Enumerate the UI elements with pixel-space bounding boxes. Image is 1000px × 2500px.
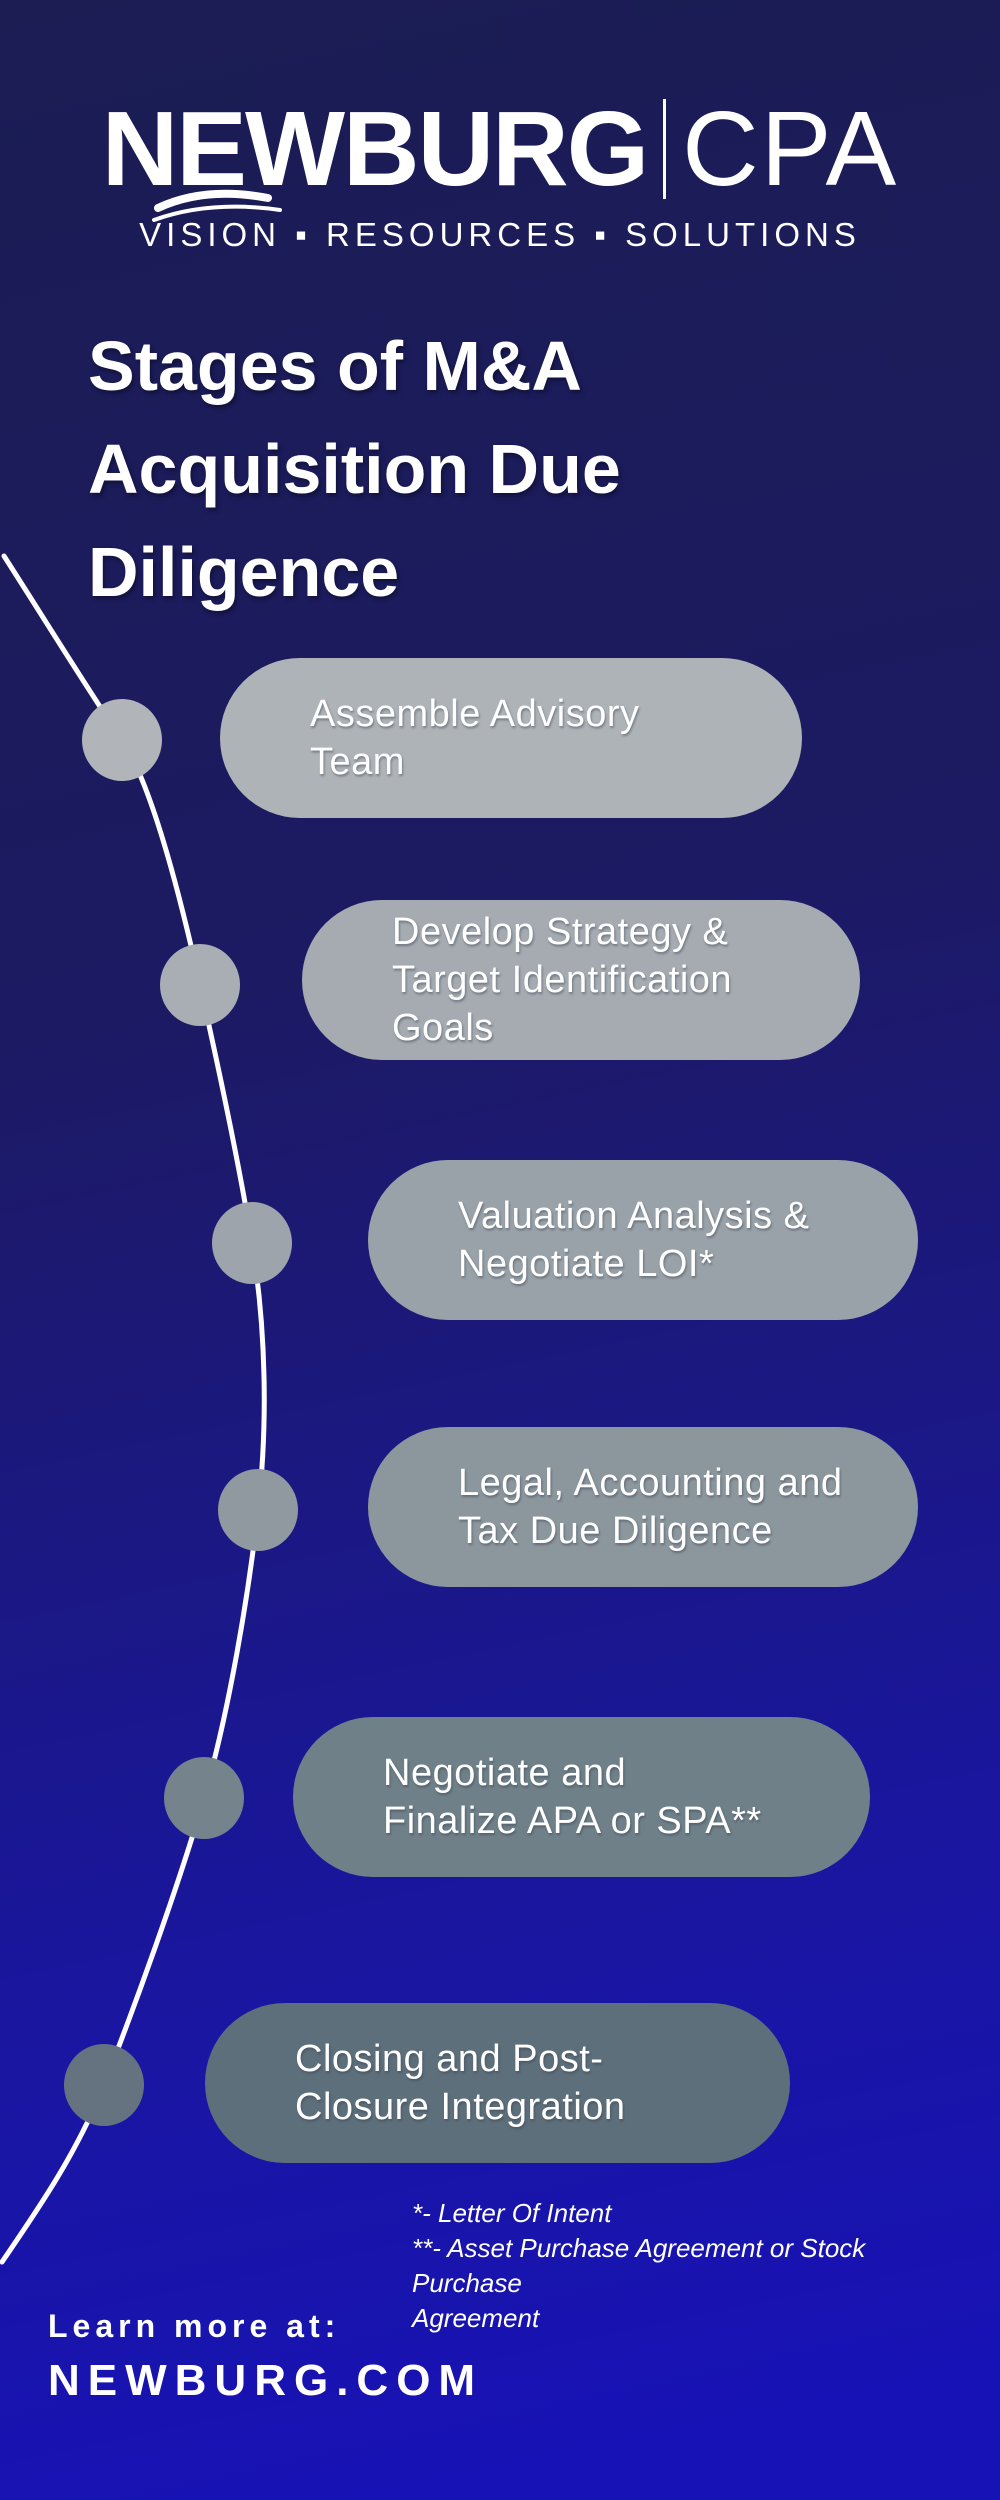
brand-tagline: VISION ▪ RESOURCES ▪ SOLUTIONS [139,216,861,253]
footnote-apa-spa: **- Asset Purchase Agreement or Stock Pu… [412,2233,866,2333]
brand-logo: NEWBURG CPA [0,96,1000,202]
footnotes: *- Letter Of Intent **- Asset Purchase A… [412,2196,972,2336]
stage-label: Legal, Accounting and Tax Due Diligence [458,1462,843,1552]
wave-swoosh-icon [152,189,282,222]
stage-pill-legal-accounting-tax: Legal, Accounting and Tax Due Diligence [368,1427,918,1587]
brand-logo-suffix: CPA [682,90,899,208]
stage-pill-develop-strategy: Develop Strategy & Target Identification… [302,900,860,1060]
page-title: Stages of M&A Acquisition Due Diligence [88,326,621,611]
logo-divider [663,99,667,199]
stage-pill-assemble-advisory-team: Assemble Advisory Team [220,658,802,818]
stage-pill-closing-integration: Closing and Post- Closure Integration [205,2003,790,2163]
brand-logo-name: NEWBURG [101,90,649,208]
website-url: NEWBURG.COM [48,2356,484,2405]
timeline-node [160,944,240,1026]
timeline-node [212,1202,292,1284]
footnote-loi: *- Letter Of Intent [412,2198,612,2228]
stage-label: Closing and Post- Closure Integration [295,2038,626,2128]
stage-pill-negotiate-finalize: Negotiate and Finalize APA or SPA** [293,1717,870,1877]
stage-label: Valuation Analysis & Negotiate LOI* [458,1195,810,1285]
stage-label: Negotiate and Finalize APA or SPA** [383,1752,762,1842]
timeline-node [218,1469,298,1551]
timeline-node [82,699,162,781]
stage-label: Assemble Advisory Team [310,693,640,783]
timeline-node [164,1757,244,1839]
timeline-node [64,2044,144,2126]
stage-label: Develop Strategy & Target Identification… [392,911,733,1049]
learn-more-label: Learn more at: [48,2308,341,2344]
stage-pill-valuation-analysis: Valuation Analysis & Negotiate LOI* [368,1160,918,1320]
